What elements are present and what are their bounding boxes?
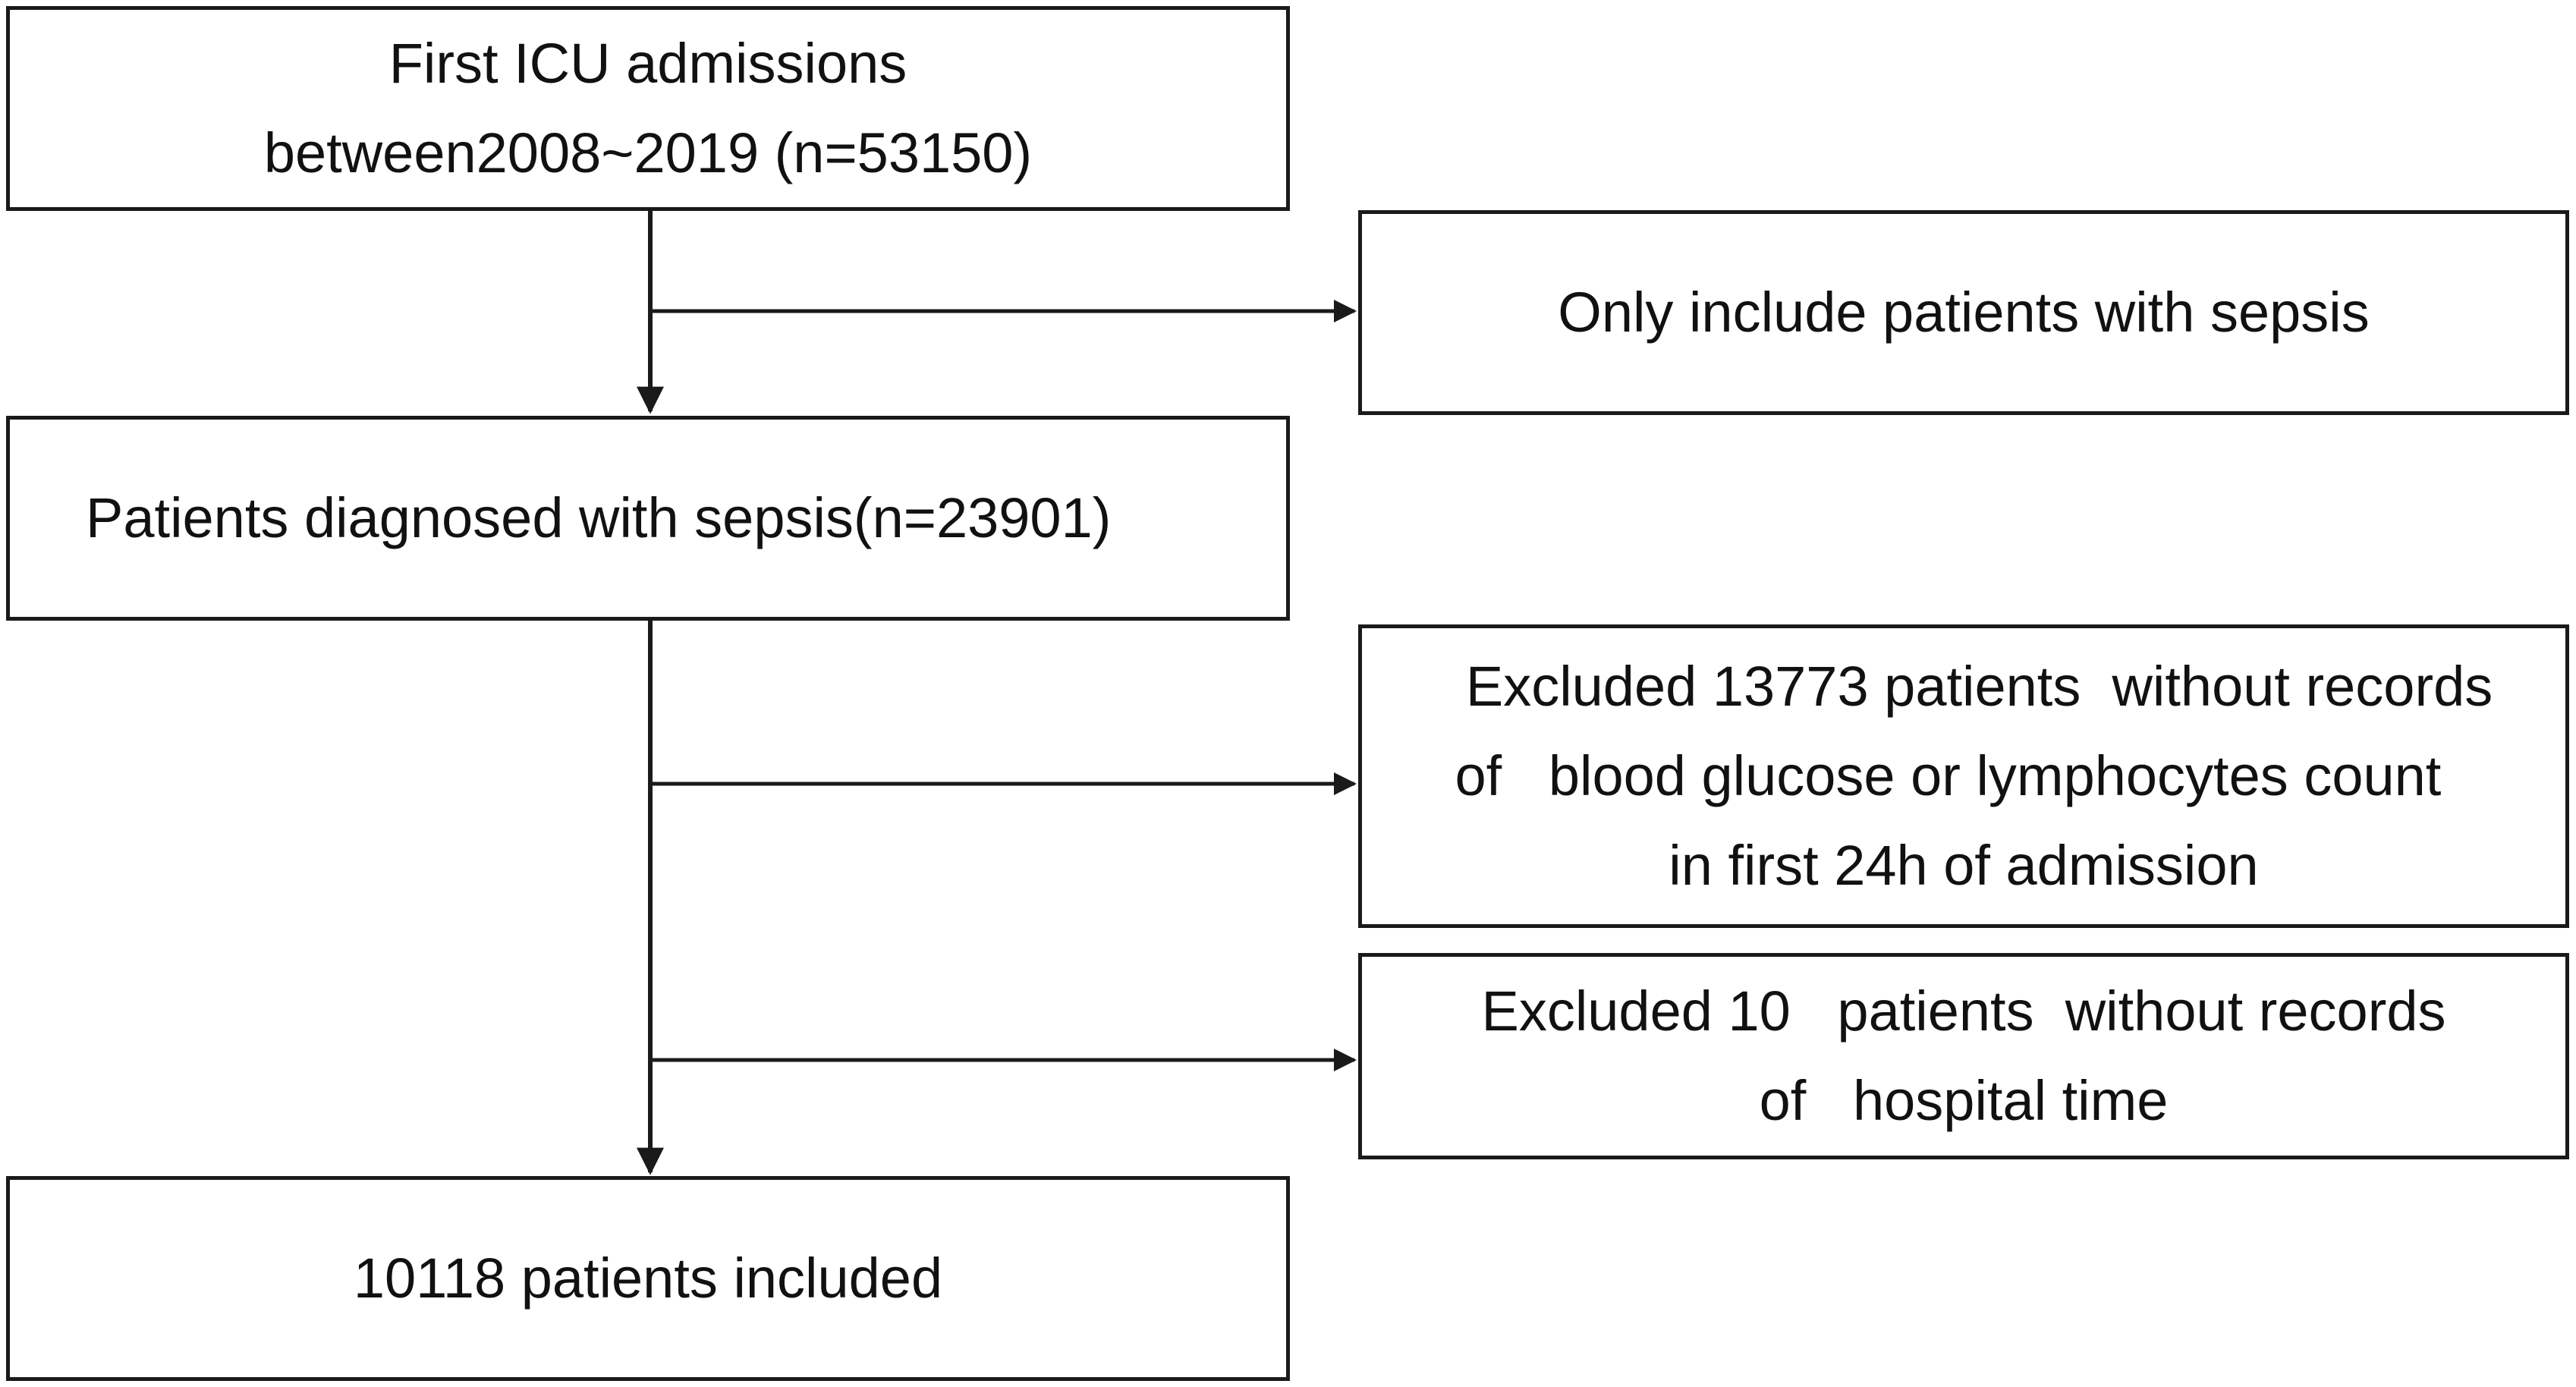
box-patients-diagnosed-sepsis: Patients diagnosed with sepsis(n=23901) — [6, 416, 1290, 621]
box-excluded-10-line-2: of hospital time — [1759, 1069, 2169, 1132]
box-excluded-10: Excluded 10 patients without records of … — [1358, 953, 2569, 1159]
box-only-include-sepsis: Only include patients with sepsis — [1358, 210, 2569, 415]
box-sepsis-diagnosed-line-1: Patients diagnosed with sepsis(n=23901) — [86, 486, 1112, 549]
box-first-icu-line-1: First ICU admissions — [388, 32, 907, 95]
box-excluded-13773-line-1: Excluded 13773 patients without records — [1434, 655, 2493, 718]
box-excluded-10-line-1: Excluded 10 patients without records — [1481, 980, 2446, 1043]
box-excluded-13773: Excluded 13773 patients without records … — [1358, 624, 2569, 928]
box-first-icu-line-2: between2008~2019 (n=53150) — [263, 121, 1033, 184]
box-first-icu-admissions: First ICU admissions between2008~2019 (n… — [6, 6, 1290, 211]
box-excluded-13773-line-2: of blood glucose or lymphocytes count — [1455, 744, 2473, 807]
box-patients-included: 10118 patients included — [6, 1176, 1290, 1381]
box-only-sepsis-line-1: Only include patients with sepsis — [1558, 281, 2370, 344]
box-included-line-1: 10118 patients included — [353, 1247, 943, 1310]
box-excluded-13773-line-3: in first 24h of admission — [1669, 834, 2259, 897]
